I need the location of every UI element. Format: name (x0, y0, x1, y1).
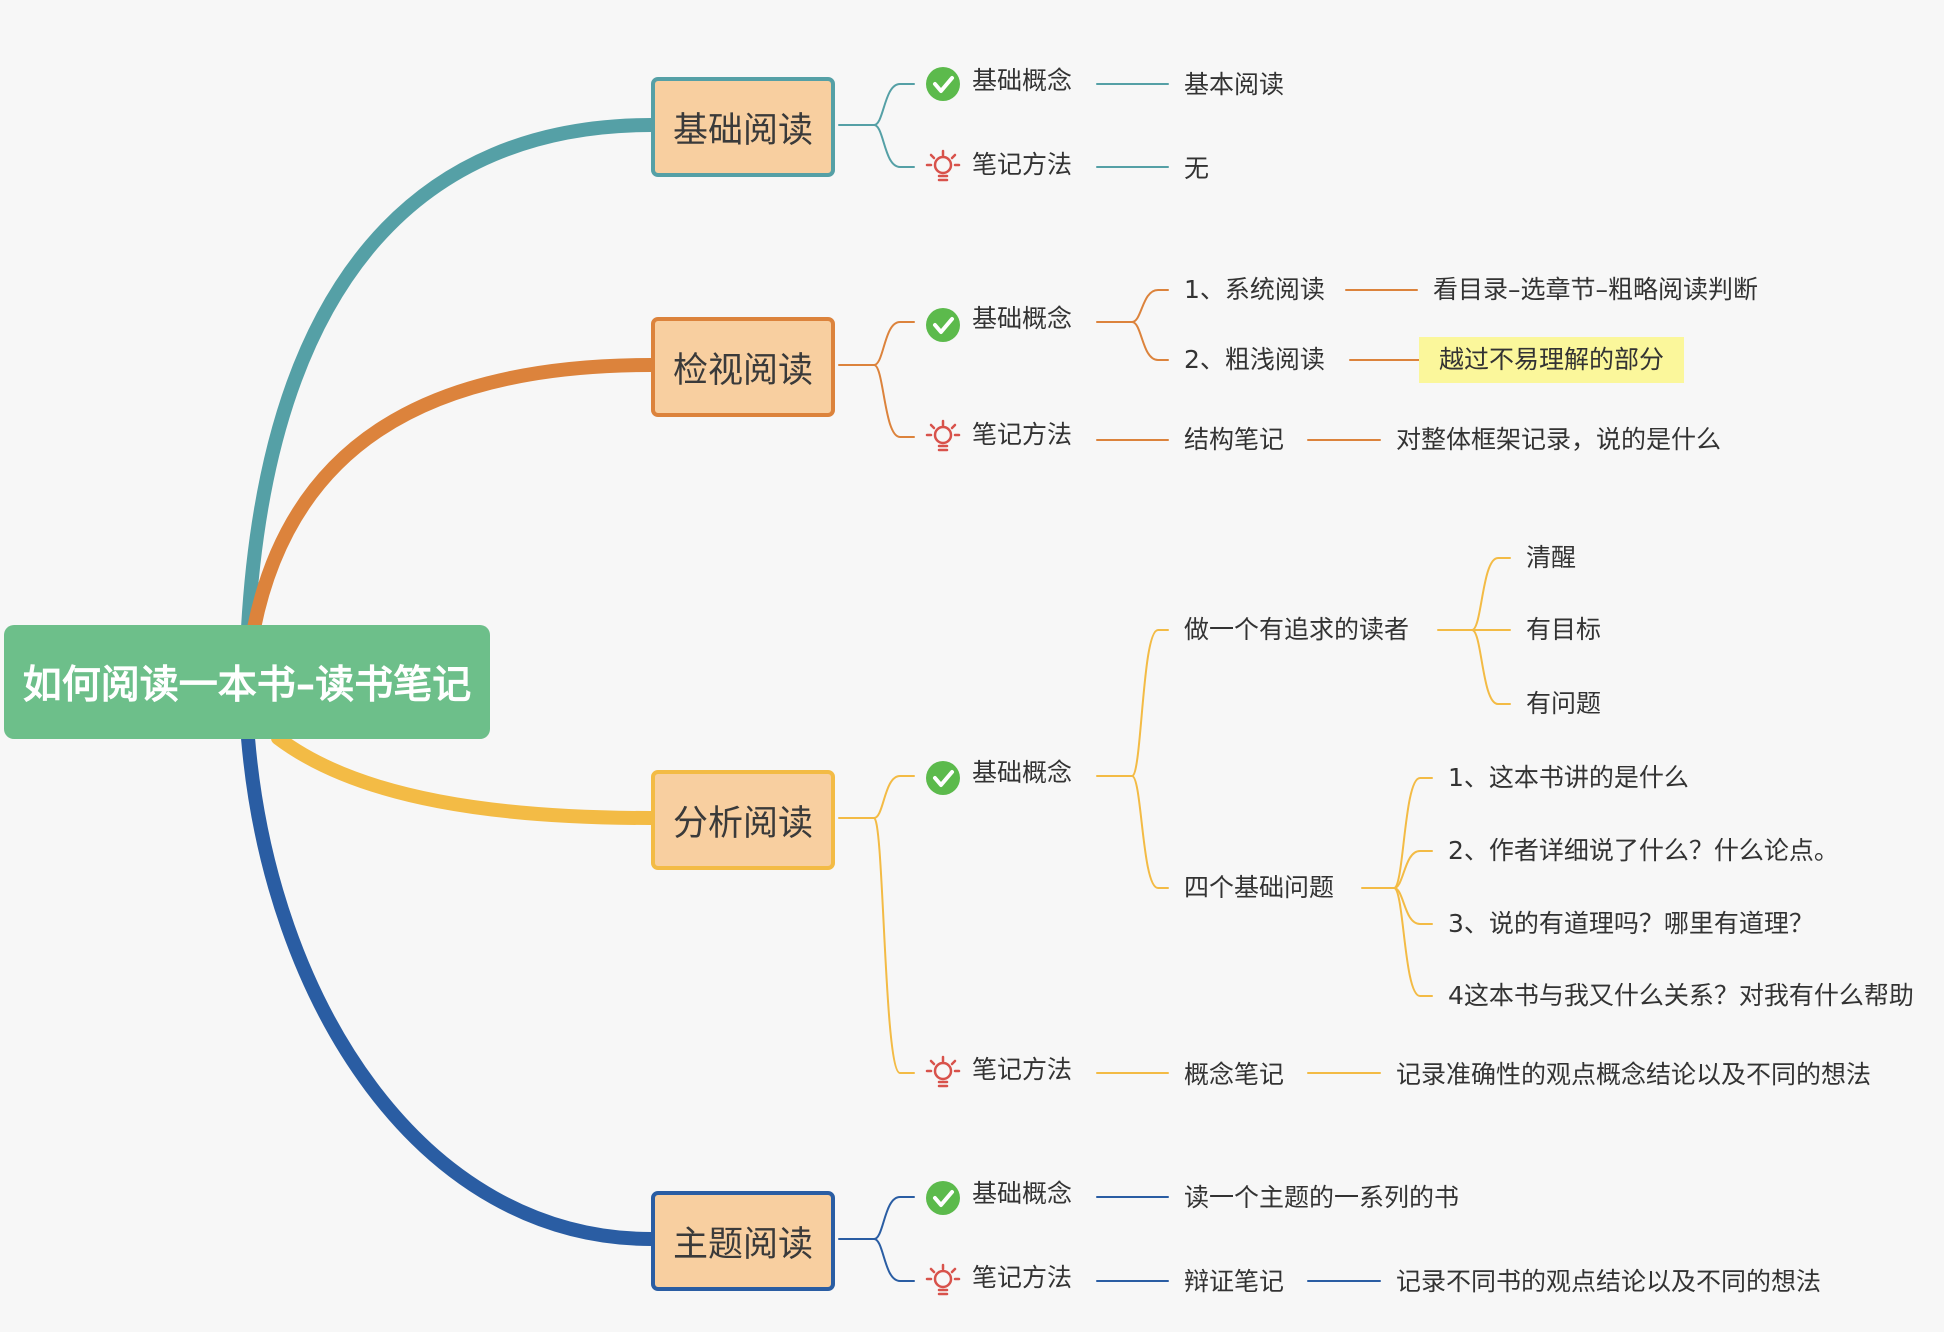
method-label[interactable]: 笔记方法 (972, 150, 1073, 179)
branch-topic-syntopical-reading[interactable]: 主题阅读 (651, 1191, 835, 1291)
detail-topic[interactable]: 记录准确性的观点概念结论以及不同的想法 (1396, 1060, 1872, 1089)
concept-label[interactable]: 基础概念 (972, 758, 1073, 787)
lightbulb-icon (925, 1055, 961, 1088)
subtopic[interactable]: 四个基础问题 (1184, 873, 1335, 902)
leaf-topic[interactable]: 1、这本书讲的是什么 (1448, 763, 1689, 792)
branch-topic-analytical-reading[interactable]: 分析阅读 (651, 770, 835, 870)
fork-connector (873, 1196, 915, 1240)
lightbulb-icon (925, 419, 961, 452)
check-circle-icon (926, 67, 960, 101)
leaf-topic[interactable]: 3、说的有道理吗？哪里有道理？ (1448, 909, 1814, 938)
sub-branch-connectors (838, 83, 1511, 1282)
fork-connector (1471, 629, 1511, 705)
check-circle-icon (926, 1181, 960, 1215)
concept-label[interactable]: 基础概念 (972, 66, 1073, 95)
detail-topic[interactable]: 记录不同书的观点结论以及不同的想法 (1396, 1267, 1822, 1296)
leaf-topic[interactable]: 基本阅读 (1184, 70, 1285, 99)
subtopic[interactable]: 2、粗浅阅读 (1184, 345, 1325, 374)
fork-connector (1131, 629, 1169, 777)
fork-connector (873, 124, 915, 168)
concept-label[interactable]: 基础概念 (972, 1179, 1073, 1208)
check-circle-icon (926, 761, 960, 795)
detail-topic[interactable]: 对整体框架记录，说的是什么 (1396, 425, 1722, 454)
fork-connector (873, 83, 915, 126)
method-label[interactable]: 笔记方法 (972, 1263, 1073, 1292)
fork-connector (1471, 557, 1511, 631)
fork-connector (873, 364, 915, 438)
fork-connector (1393, 887, 1433, 997)
method-label[interactable]: 笔记方法 (972, 420, 1073, 449)
method-label[interactable]: 笔记方法 (972, 1055, 1073, 1084)
subtopic[interactable]: 结构笔记 (1184, 425, 1285, 454)
leaf-topic[interactable]: 4这本书与我又什么关系？对我有什么帮助 (1448, 981, 1914, 1010)
fork-connector (873, 321, 915, 366)
fork-connector (1131, 775, 1169, 889)
main-branch-connectors (241, 118, 658, 1246)
subtopic[interactable]: 做一个有追求的读者 (1184, 615, 1410, 644)
branch-connector (241, 731, 658, 1246)
leaf-topic[interactable]: 有问题 (1526, 689, 1602, 718)
fork-connector (873, 775, 915, 819)
branch-topic-inspectional-reading[interactable]: 检视阅读 (651, 317, 835, 417)
check-circle-icon (926, 308, 960, 342)
branch-connector (271, 731, 658, 825)
leaf-topic[interactable]: 有目标 (1526, 615, 1602, 644)
icon-layer (925, 67, 961, 1296)
branch-topic-basic-reading[interactable]: 基础阅读 (651, 77, 835, 177)
leaf-topic[interactable]: 2、作者详细说了什么？什么论点。 (1448, 836, 1839, 865)
highlighted-topic[interactable]: 越过不易理解的部分 (1419, 337, 1685, 383)
subtopic[interactable]: 概念笔记 (1184, 1060, 1285, 1089)
fork-connector (1131, 289, 1169, 323)
branch-connector (247, 358, 658, 635)
concept-label[interactable]: 基础概念 (972, 304, 1073, 333)
lightbulb-icon (925, 149, 961, 182)
fork-connector (1131, 321, 1169, 361)
detail-topic[interactable]: 看目录–选章节–粗略阅读判断 (1433, 275, 1759, 304)
subtopic[interactable]: 1、系统阅读 (1184, 275, 1325, 304)
subtopic[interactable]: 辩证笔记 (1184, 1267, 1285, 1296)
branch-connector (241, 118, 658, 635)
fork-connector (1393, 777, 1433, 889)
leaf-topic[interactable]: 无 (1184, 154, 1210, 183)
fork-connector (873, 817, 915, 1074)
leaf-topic[interactable]: 清醒 (1526, 543, 1577, 572)
fork-connector (873, 1238, 915, 1282)
root-topic[interactable]: 如何阅读一本书–读书笔记 (4, 625, 490, 739)
lightbulb-icon (925, 1263, 961, 1296)
leaf-topic[interactable]: 读一个主题的一系列的书 (1184, 1183, 1460, 1212)
fork-connector (1393, 850, 1433, 889)
